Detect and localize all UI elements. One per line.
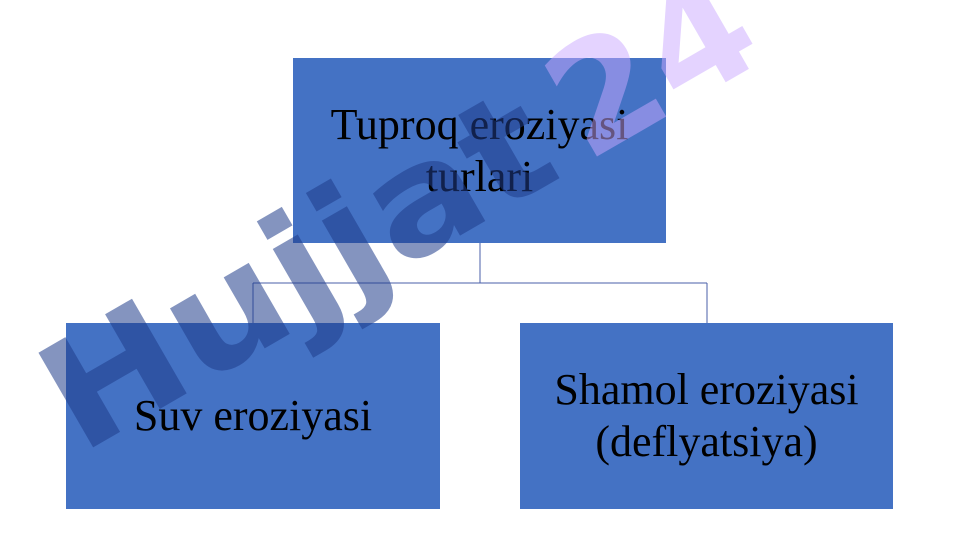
root-node-box: Tuproq eroziyasi turlari <box>293 58 666 243</box>
child-node-wind-erosion-line-2: (deflyatsiya) <box>595 417 818 466</box>
root-node-label: Tuproq eroziyasi turlari <box>331 99 629 203</box>
child-node-wind-erosion-box: Shamol eroziyasi (deflyatsiya) <box>520 323 893 509</box>
root-node-line-1: Tuproq eroziyasi <box>330 99 629 149</box>
root-node-line-2: turlari <box>425 151 534 201</box>
child-node-water-erosion-box: Suv eroziyasi <box>66 323 440 509</box>
child-node-wind-erosion-line-1: Shamol eroziyasi <box>554 365 859 415</box>
child-node-wind-erosion-label: Shamol eroziyasi (deflyatsiya) <box>554 364 858 468</box>
child-node-water-erosion-line-1: Suv eroziyasi <box>133 391 373 441</box>
child-node-water-erosion-label: Suv eroziyasi <box>134 390 372 442</box>
